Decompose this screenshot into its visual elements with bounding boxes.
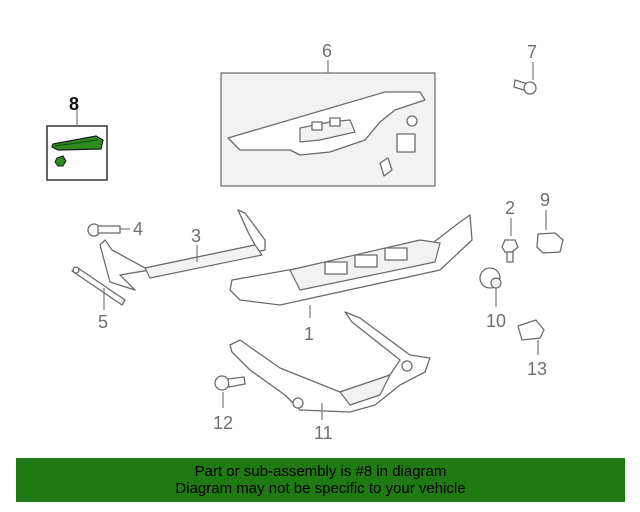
part-12-group[interactable]: 12 xyxy=(213,375,246,433)
part-2-group[interactable]: 2 xyxy=(501,198,519,263)
part-5-group[interactable]: 5 xyxy=(71,266,126,332)
part-13-group[interactable]: 13 xyxy=(517,319,547,379)
callout-3: 3 xyxy=(191,226,201,246)
callout-11: 11 xyxy=(314,423,333,443)
part-1-group[interactable]: 1 xyxy=(229,214,473,344)
callout-13: 13 xyxy=(527,359,547,379)
part-4-group[interactable]: 4 xyxy=(87,219,143,239)
callout-7: 7 xyxy=(527,42,537,62)
part-11-group[interactable]: 11 xyxy=(229,311,431,443)
part-8-group[interactable]: 8 xyxy=(46,94,108,181)
part-6-group[interactable]: 6 xyxy=(220,41,436,187)
callout-12: 12 xyxy=(213,413,233,433)
part-8-clip-shape xyxy=(54,155,67,167)
banner-line-2: Diagram may not be specific to your vehi… xyxy=(175,480,466,497)
callout-6: 6 xyxy=(322,41,332,61)
part-3-group[interactable]: 3 xyxy=(99,209,266,291)
part-9-group[interactable]: 9 xyxy=(536,190,564,254)
part-7-group[interactable]: 7 xyxy=(513,42,537,95)
info-banner: Part or sub-assembly is #8 in diagram Di… xyxy=(16,458,625,502)
callout-8: 8 xyxy=(69,94,79,114)
callout-2: 2 xyxy=(505,198,515,218)
part-10-group[interactable]: 10 xyxy=(479,267,506,331)
callout-1: 1 xyxy=(304,324,314,344)
banner-line-1: Part or sub-assembly is #8 in diagram xyxy=(194,463,447,480)
parts-diagram: 8 6 7 4 3 5 xyxy=(46,41,564,443)
callout-5: 5 xyxy=(98,312,108,332)
callout-4: 4 xyxy=(133,219,143,239)
callout-9: 9 xyxy=(540,190,550,210)
callout-10: 10 xyxy=(486,311,506,331)
